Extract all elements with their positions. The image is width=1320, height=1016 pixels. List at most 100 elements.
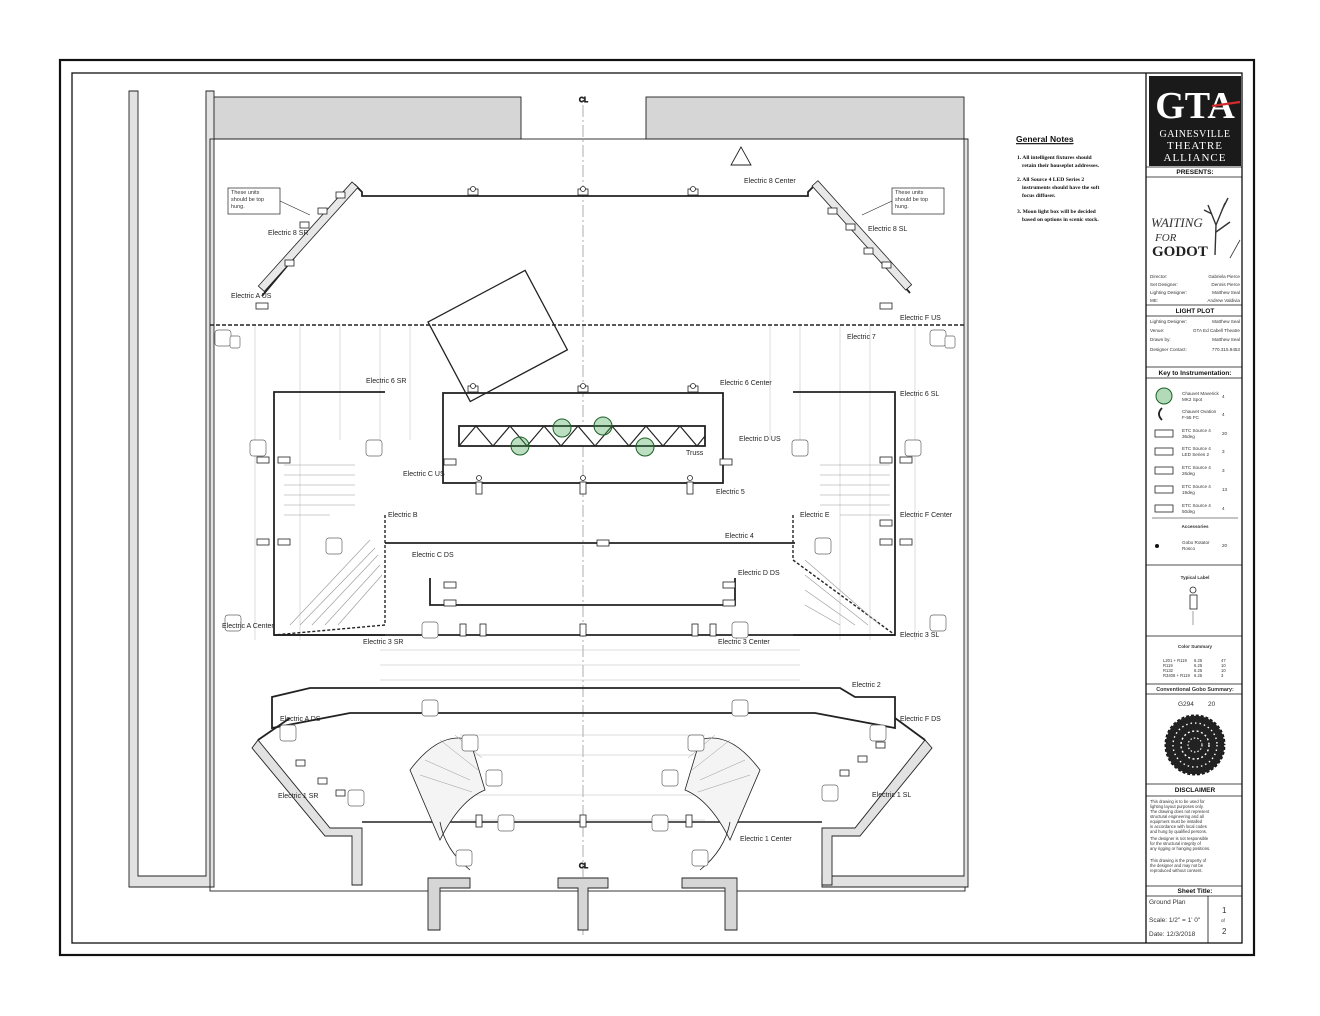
label-e1-center: Electric 1 Center [740, 836, 792, 843]
svg-text:Gabriela Pierce: Gabriela Pierce [1208, 274, 1240, 279]
sheet-outer-border [58, 58, 1256, 957]
label-e3-sl: Electric 3 SL [900, 632, 939, 639]
instrument [686, 475, 694, 495]
svg-text:3: 3 [1222, 449, 1225, 454]
svg-text:6.25: 6.25 [1194, 658, 1203, 663]
svg-text:The drawing does not represent: The drawing does not represent [1150, 809, 1210, 814]
pipe-electric-6-sr [273, 391, 385, 636]
svg-text:Rosco: Rosco [1182, 546, 1195, 551]
instrument [467, 186, 479, 196]
svg-text:These units: These units [231, 190, 260, 196]
svg-text:4: 4 [1222, 412, 1225, 417]
vom-left [427, 877, 471, 931]
instrument [475, 475, 483, 495]
label-ea-center: Electric A Center [222, 623, 274, 630]
instrument [577, 186, 589, 196]
moon-light-box [427, 269, 569, 403]
svg-text:MK2 Spot: MK2 Spot [1182, 397, 1203, 402]
svg-text:LED Series 2: LED Series 2 [1182, 452, 1210, 457]
svg-text:770.315.9453: 770.315.9453 [1212, 347, 1241, 352]
instrument [722, 581, 736, 607]
house-wall-left [128, 90, 215, 888]
instrument [687, 383, 699, 393]
svg-text:Lighting Designer:: Lighting Designer: [1150, 319, 1187, 324]
svg-text:36deg: 36deg [1182, 434, 1195, 439]
credits: Director: Gabriela Pierce Set Designer: … [1150, 274, 1240, 303]
pipe-electric-3 [429, 578, 736, 606]
svg-text:L201 + R119: L201 + R119 [1163, 658, 1187, 663]
truss [458, 425, 706, 447]
sheet-number: 1 [1222, 906, 1227, 915]
typical-label-symbol [1189, 586, 1198, 625]
house-ghost-lines [254, 325, 916, 821]
note-2-line-2: instruments should have the soft [1022, 185, 1100, 191]
instrument [579, 623, 587, 637]
svg-text:lighting layout purposes only.: lighting layout purposes only. [1150, 804, 1204, 809]
gobo-image [1164, 714, 1226, 776]
pipe-electric-8 [261, 183, 911, 297]
color-summary-title: Color Summary [1178, 644, 1213, 649]
instrument [827, 207, 892, 269]
instrument [579, 475, 587, 495]
seating-curve-right [684, 734, 761, 841]
svg-text:This drawing is the property o: This drawing is the property of [1150, 858, 1207, 863]
label-ec-us: Electric C US [403, 471, 445, 478]
tree-icon [1203, 197, 1231, 256]
key-symbol-s4-led [1154, 447, 1174, 456]
gta-logo-accent [1211, 100, 1241, 108]
svg-text:Lighting Designer:: Lighting Designer: [1150, 290, 1187, 295]
svg-text:Gobo Rotator: Gobo Rotator [1182, 540, 1210, 545]
gta-logo-sub-3: ALLIANCE [1164, 152, 1227, 164]
pipe-electric-1 [257, 717, 926, 741]
note-2-line-1: 2. All Source 4 LED Series 2 [1017, 177, 1084, 183]
key-symbol-ovation [1158, 407, 1163, 421]
svg-text:10: 10 [1221, 668, 1226, 673]
key-items: Chauvet Maverick MK2 Spot 4 Chauvet Ovat… [1154, 387, 1228, 514]
light-plot-title: LIGHT PLOT [1176, 308, 1215, 315]
house-wall-right [821, 138, 969, 888]
svg-text:should be top: should be top [895, 197, 928, 203]
vom-center [557, 877, 609, 931]
sheet-title: Ground Plan [1149, 899, 1186, 906]
label-ef-us: Electric F US [900, 315, 941, 322]
key-symbol-s4-26 [1154, 466, 1174, 475]
svg-text:6.25: 6.25 [1194, 663, 1203, 668]
label-e3-center: Electric 3 Center [718, 639, 770, 646]
wall-electric-1-sl [821, 739, 933, 886]
gobo-count: 20 [1208, 701, 1216, 708]
label-e8-sl: Electric 8 SL [868, 226, 907, 233]
presents-label: PRESENTS: [1176, 169, 1213, 176]
svg-text:hung.: hung. [231, 204, 245, 210]
key-title: Key to Instrumentation: [1159, 370, 1232, 377]
instrument [596, 539, 610, 547]
gta-logo-main: GTA [1155, 85, 1235, 127]
svg-text:ETC Source 4: ETC Source 4 [1182, 484, 1211, 489]
svg-text:Drawn by:: Drawn by: [1150, 337, 1171, 342]
svg-text:Chauvet Maverick: Chauvet Maverick [1182, 391, 1219, 396]
show-title-art: WAITING FOR GODOT [1151, 197, 1241, 260]
svg-text:ME:: ME: [1150, 298, 1158, 303]
instrument [255, 302, 893, 310]
label-ef-ds: Electric F DS [900, 716, 941, 723]
label-e6-sr: Electric 6 SR [366, 378, 406, 385]
instrument [879, 519, 893, 527]
upstage-wall-right [645, 96, 965, 140]
stair-hatch-left [284, 464, 383, 626]
note-2-line-3: focus diffuser. [1022, 193, 1056, 199]
svg-text:WAITING: WAITING [1151, 215, 1203, 230]
boom-8-sr [257, 181, 359, 292]
sheet-of: of [1221, 918, 1226, 923]
label-ed-us: Electric D US [739, 436, 781, 443]
label-e1-sr: Electric 1 SR [278, 793, 318, 800]
instrument [295, 759, 346, 797]
svg-text:F-55 FC: F-55 FC [1182, 415, 1200, 420]
moving-lights [510, 416, 655, 457]
svg-text:This drawing is to be used for: This drawing is to be used for [1150, 799, 1205, 804]
seating-curve-left [409, 734, 486, 841]
key-symbol-s4-19 [1154, 485, 1174, 494]
svg-text:the designer and may not be: the designer and may not be [1150, 863, 1204, 868]
sheet-total: 2 [1222, 927, 1227, 936]
svg-text:ETC Source 4: ETC Source 4 [1182, 446, 1211, 451]
instrument [475, 814, 693, 828]
